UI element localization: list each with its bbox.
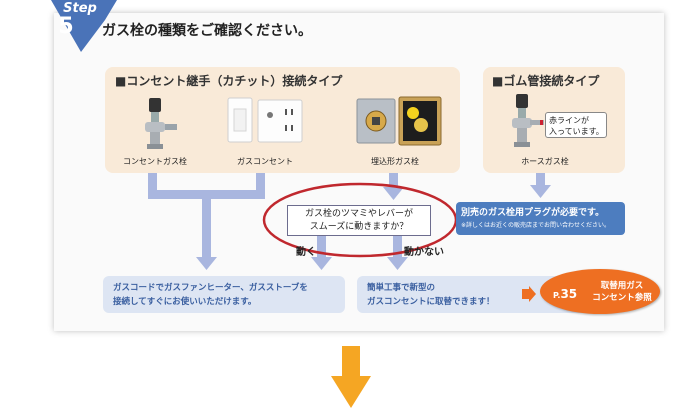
question-line-2: スムーズに動きますか？ bbox=[309, 222, 409, 232]
outlet-gas-valve-icon bbox=[145, 98, 177, 149]
next-step-down-arrow-icon bbox=[331, 346, 371, 408]
caption-embedded-gas-valve: 埋込形ガス栓 bbox=[371, 157, 419, 166]
reference-page: P.35 bbox=[553, 287, 577, 301]
branch-no-label: 動かない bbox=[404, 247, 444, 258]
result-left-line-2: 接続してすぐにお使いいただけます。 bbox=[113, 297, 257, 307]
caption-gas-outlet: ガスコンセント bbox=[237, 157, 293, 166]
panel-hose-title: ■ゴム管接続タイプ bbox=[492, 74, 600, 88]
caption-hose-gas-valve: ホースガス栓 bbox=[521, 157, 569, 166]
embedded-gas-valve-icon bbox=[356, 96, 442, 146]
reference-label-line-2: コンセント参照 bbox=[592, 293, 652, 303]
callout-line-2: 入っています。 bbox=[549, 127, 604, 136]
question-box: ガス栓のツマミやレバーが スムーズに動きますか？ bbox=[287, 205, 431, 236]
branch-yes-label: 動く bbox=[296, 247, 316, 258]
note-sub-text: ※詳しくはお近くの販売店までお問い合わせください。 bbox=[461, 222, 611, 229]
hose-gas-valve-icon bbox=[512, 94, 544, 147]
reference-label-line-1: 取替用ガス bbox=[600, 281, 644, 291]
result-right-line-2: ガスコンセントに取替できます！ bbox=[367, 297, 495, 307]
step-label: Step bbox=[63, 1, 97, 16]
callout-line-1: 赤ラインが bbox=[549, 116, 589, 125]
reference-label: 取替用ガス コンセント参照 bbox=[590, 280, 654, 304]
panel-outlet-title: ■コンセント継手（カチット）接続タイプ bbox=[115, 74, 343, 88]
page-title: ガス栓の種類をご確認ください。 bbox=[102, 23, 312, 39]
result-right-line-1: 簡単工事で新型の bbox=[367, 283, 436, 293]
arrow-right-icon bbox=[522, 286, 536, 302]
reference-page-prefix: P. bbox=[553, 291, 561, 300]
step-badge bbox=[51, 0, 117, 52]
page-reference-button[interactable] bbox=[540, 269, 660, 314]
plug-required-note: 別売のガス栓用プラグが必要です。 ※詳しくはお近くの販売店までお問い合わせくださ… bbox=[456, 202, 625, 235]
reference-page-number: 35 bbox=[560, 287, 578, 301]
note-main-text: 別売のガス栓用プラグが必要です。 bbox=[461, 208, 605, 218]
caption-outlet-gas-valve: コンセントガス栓 bbox=[123, 157, 187, 166]
result-left-line-1: ガスコードでガスファンヒーター、ガスストーブを bbox=[113, 283, 308, 293]
gas-outlet-icon bbox=[227, 97, 303, 143]
red-line-callout: 赤ラインが 入っています。 bbox=[545, 112, 607, 138]
step-number: 5 bbox=[58, 14, 74, 39]
result-use-directly: ガスコードでガスファンヒーター、ガスストーブを 接続してすぐにお使いいただけます… bbox=[103, 276, 345, 313]
question-line-1: ガス栓のツマミやレバーが bbox=[304, 209, 413, 219]
